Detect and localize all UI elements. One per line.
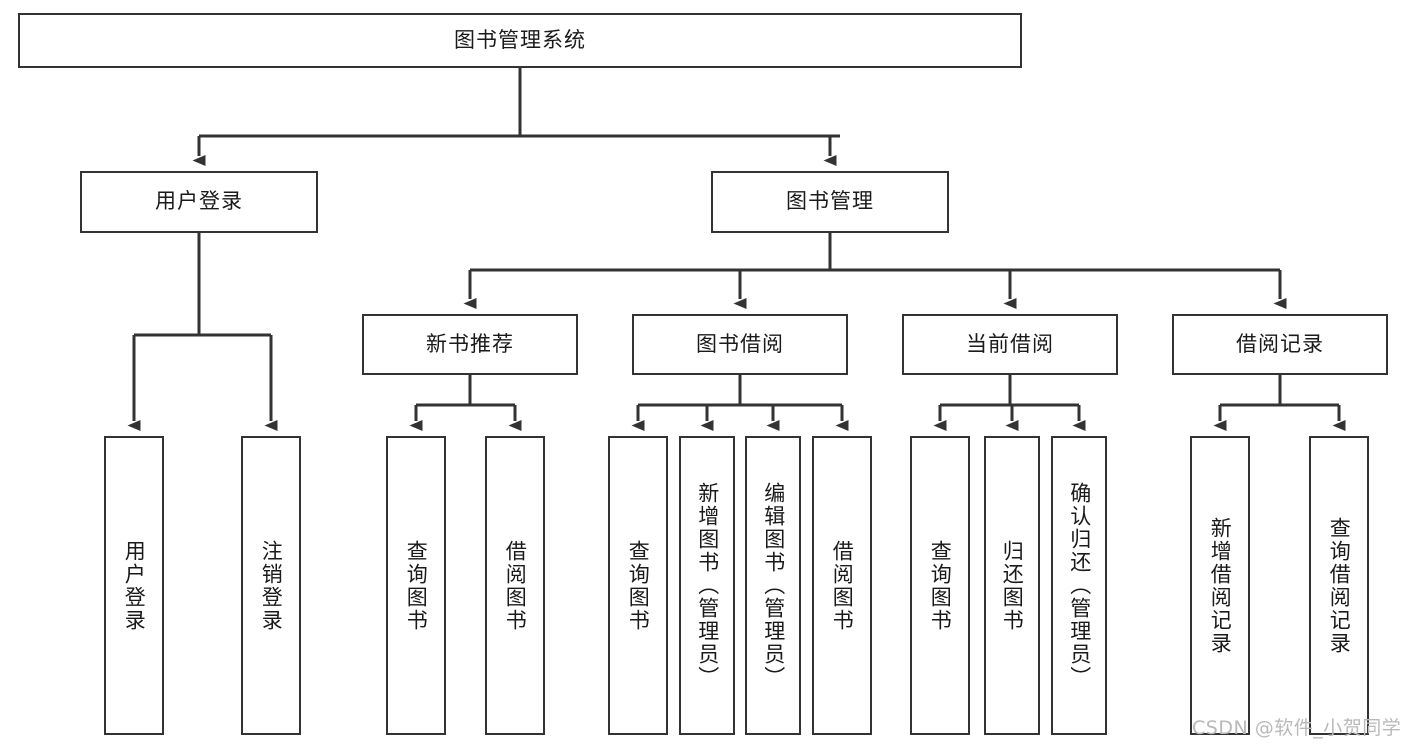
leaf-logout[interactable]: 注销登录: [241, 436, 301, 735]
leaf-add-book-label: 新增图书（管理员）: [695, 482, 720, 689]
leaf-confirm-return-label: 确认归还（管理员）: [1067, 482, 1092, 689]
leaf-query-book-1-label: 查询图书: [404, 539, 429, 632]
leaf-query-book-3-label: 查询图书: [928, 539, 953, 632]
leaf-return-book[interactable]: 归还图书: [984, 436, 1040, 735]
node-current-borrow-label: 当前借阅: [966, 331, 1054, 356]
leaf-query-book-2-label: 查询图书: [626, 539, 651, 632]
leaf-borrow-book-1-label: 借阅图书: [503, 539, 528, 632]
leaf-logout-label: 注销登录: [259, 539, 284, 632]
leaf-query-book-2[interactable]: 查询图书: [608, 436, 668, 735]
node-new-book-recommend-label: 新书推荐: [426, 331, 514, 356]
leaf-query-record-label: 查询借阅记录: [1327, 516, 1352, 655]
node-user-login-label: 用户登录: [155, 189, 243, 214]
leaf-add-record-label: 新增借阅记录: [1208, 516, 1233, 655]
leaf-borrow-book-1[interactable]: 借阅图书: [485, 436, 545, 735]
node-user-login[interactable]: 用户登录: [80, 171, 318, 233]
node-borrow-record-label: 借阅记录: [1236, 331, 1324, 356]
node-book-manage-label: 图书管理: [786, 189, 874, 214]
leaf-query-book-3[interactable]: 查询图书: [910, 436, 970, 735]
leaf-query-record[interactable]: 查询借阅记录: [1309, 436, 1369, 735]
leaf-borrow-book-2-label: 借阅图书: [830, 539, 855, 632]
node-new-book-recommend[interactable]: 新书推荐: [362, 314, 578, 375]
node-book-borrow[interactable]: 图书借阅: [632, 314, 848, 375]
node-book-borrow-label: 图书借阅: [696, 331, 784, 356]
leaf-return-book-label: 归还图书: [1000, 539, 1025, 632]
leaf-borrow-book-2[interactable]: 借阅图书: [812, 436, 872, 735]
leaf-add-record[interactable]: 新增借阅记录: [1190, 436, 1250, 735]
node-root[interactable]: 图书管理系统: [18, 13, 1022, 68]
leaf-user-login-label: 用户登录: [122, 539, 147, 632]
node-root-label: 图书管理系统: [454, 27, 586, 52]
csdn-watermark: CSDN @软件_小贺同学: [1192, 717, 1402, 739]
leaf-user-login[interactable]: 用户登录: [104, 436, 164, 735]
node-current-borrow[interactable]: 当前借阅: [902, 314, 1118, 375]
leaf-confirm-return[interactable]: 确认归还（管理员）: [1051, 436, 1107, 735]
node-book-manage[interactable]: 图书管理: [711, 171, 949, 233]
leaf-edit-book[interactable]: 编辑图书（管理员）: [745, 436, 801, 735]
node-borrow-record[interactable]: 借阅记录: [1172, 314, 1388, 375]
leaf-query-book-1[interactable]: 查询图书: [386, 436, 446, 735]
leaf-add-book[interactable]: 新增图书（管理员）: [679, 436, 735, 735]
leaf-edit-book-label: 编辑图书（管理员）: [761, 482, 786, 689]
